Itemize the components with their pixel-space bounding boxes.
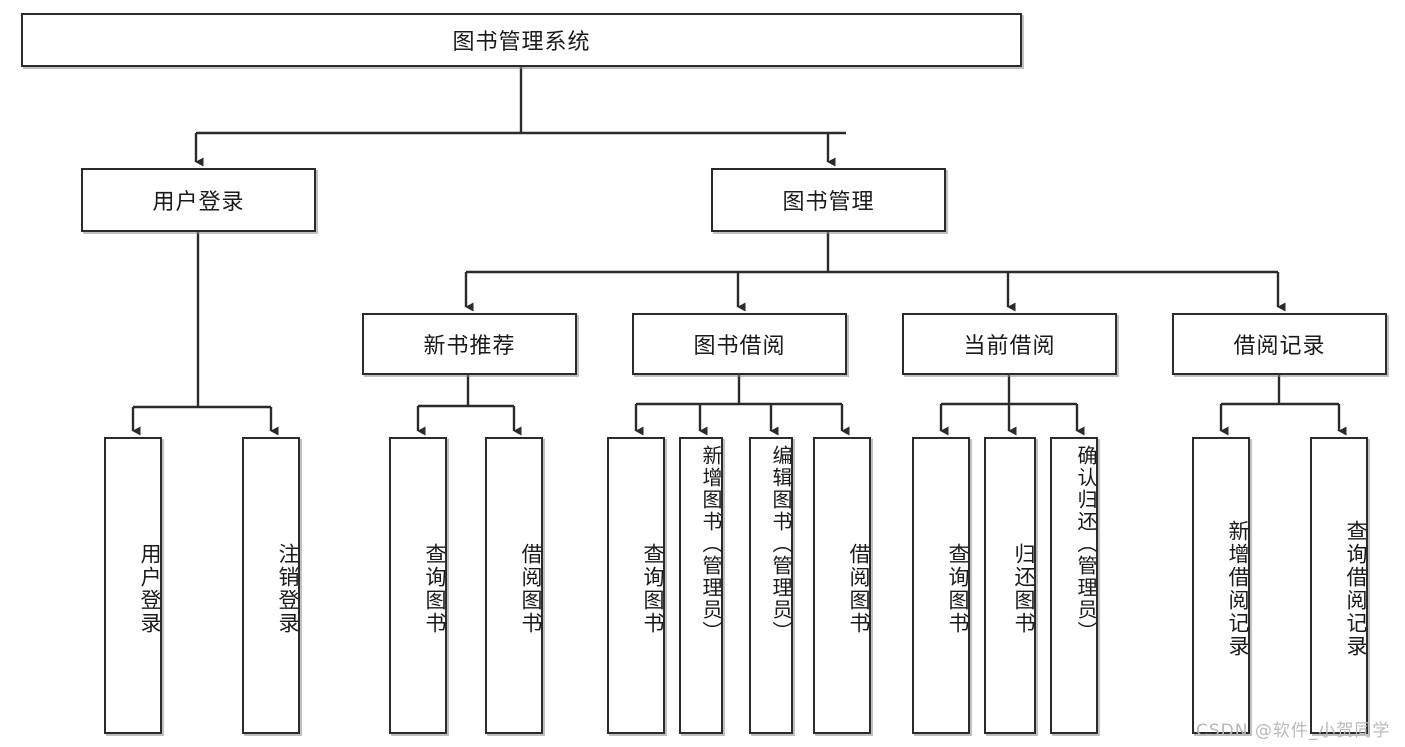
leaf-add-borrow-record[interactable]: 新增借阅记录 [1192,437,1250,734]
leaf-query-borrow-record[interactable]: 查询借阅记录 [1310,437,1368,734]
leaf-confirm-return-admin-label: 确认归还（管理员） [1074,445,1098,643]
leaf-borrow-book[interactable]: 借阅图书 [813,437,871,734]
leaf-user-login-label: 用户登录 [138,542,162,635]
node-new-book-recommend-label: 新书推荐 [423,334,516,359]
leaf-recommend-query-book[interactable]: 查询图书 [389,437,447,734]
leaf-logout-label: 注销登录 [276,542,300,635]
leaf-current-query-book[interactable]: 查询图书 [912,437,970,734]
leaf-logout[interactable]: 注销登录 [242,437,300,734]
node-borrow-record-label: 借阅记录 [1233,334,1326,359]
leaf-add-book-admin[interactable]: 新增图书（管理员） [679,437,723,734]
node-current-borrow-label: 当前借阅 [963,334,1056,359]
leaf-borrow-book-label: 借阅图书 [847,542,871,635]
leaf-recommend-borrow-book[interactable]: 借阅图书 [485,437,543,734]
leaf-add-borrow-record-label: 新增借阅记录 [1226,519,1250,658]
leaf-user-login[interactable]: 用户登录 [104,437,162,734]
leaf-recommend-borrow-book-label: 借阅图书 [519,542,543,635]
leaf-add-book-admin-label: 新增图书（管理员） [699,445,723,643]
node-root-label: 图书管理系统 [452,30,591,55]
leaf-current-query-book-label: 查询图书 [946,542,970,635]
leaf-recommend-query-book-label: 查询图书 [423,542,447,635]
leaf-return-book-label: 归还图书 [1012,542,1036,635]
leaf-borrow-query-book[interactable]: 查询图书 [607,437,665,734]
leaf-query-borrow-record-label: 查询借阅记录 [1344,519,1368,658]
node-user-login-label: 用户登录 [152,190,245,215]
node-book-borrow-label: 图书借阅 [693,334,786,359]
leaf-edit-book-admin[interactable]: 编辑图书（管理员） [749,437,793,734]
csdn-watermark: CSDN @软件_小贺同学 [1196,721,1391,741]
node-book-management[interactable]: 图书管理 [711,168,946,232]
node-borrow-record[interactable]: 借阅记录 [1172,313,1387,375]
node-new-book-recommend[interactable]: 新书推荐 [362,313,577,375]
node-root[interactable]: 图书管理系统 [21,13,1022,67]
leaf-return-book[interactable]: 归还图书 [984,437,1036,734]
node-book-borrow[interactable]: 图书借阅 [632,313,847,375]
leaf-confirm-return-admin[interactable]: 确认归还（管理员） [1050,437,1098,734]
node-user-login[interactable]: 用户登录 [81,168,316,232]
leaf-edit-book-admin-label: 编辑图书（管理员） [769,445,793,643]
node-book-management-label: 图书管理 [782,190,875,215]
node-current-borrow[interactable]: 当前借阅 [902,313,1117,375]
leaf-borrow-query-book-label: 查询图书 [641,542,665,635]
